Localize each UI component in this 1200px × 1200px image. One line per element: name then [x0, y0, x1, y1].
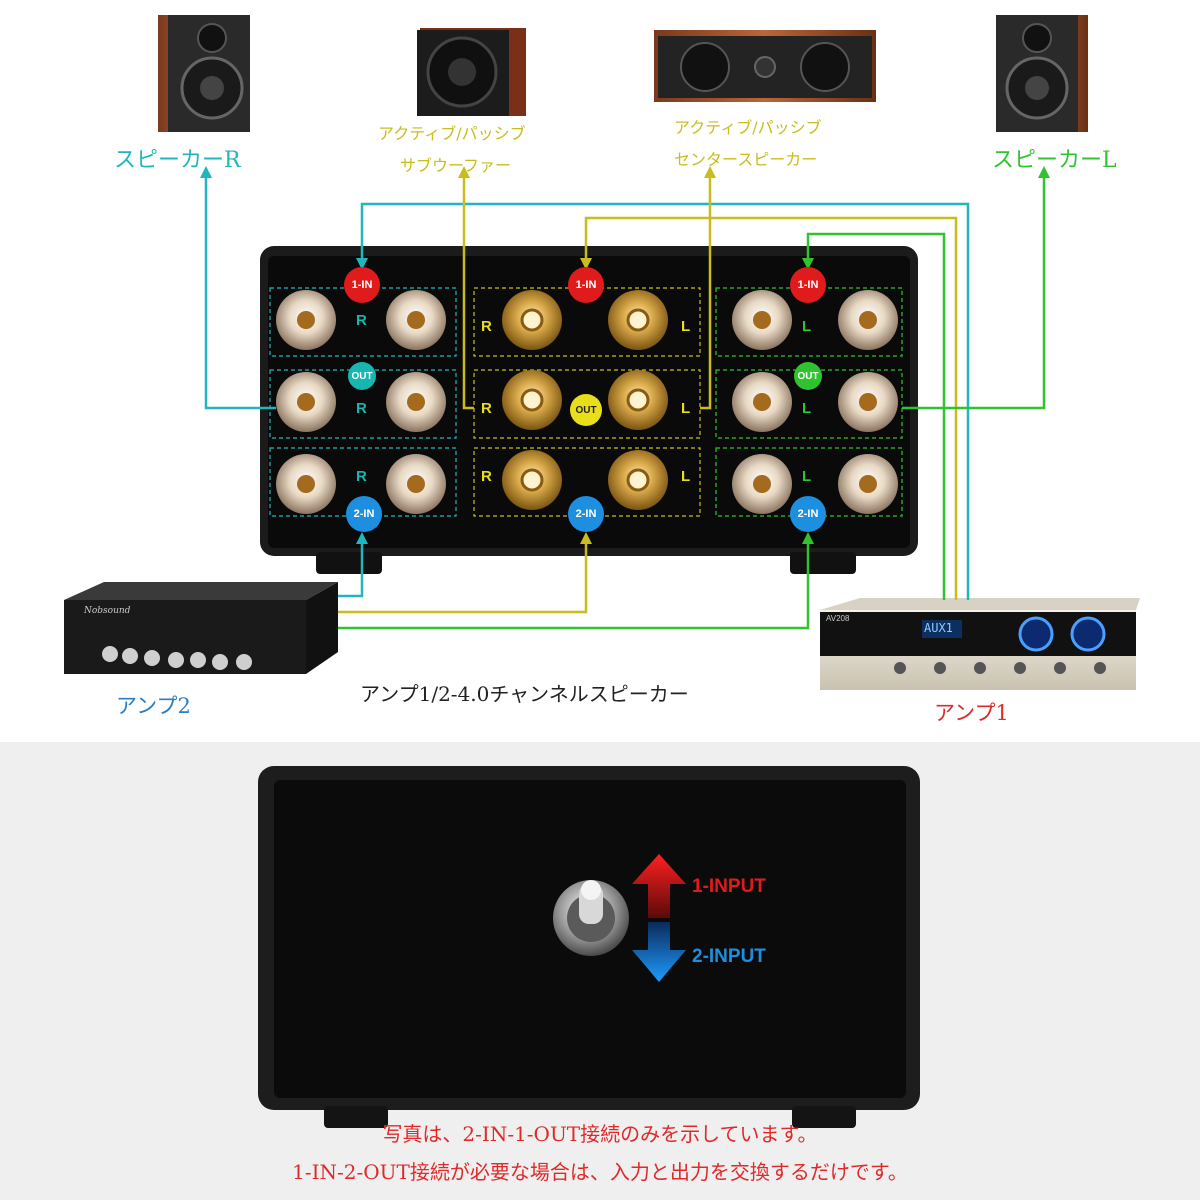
badge-1-in-center: 1-IN [568, 267, 604, 303]
switch-box-back [258, 766, 920, 1128]
badge-2-in-left: 2-IN [790, 496, 826, 532]
badge-2-in-right: 2-IN [346, 496, 382, 532]
caption-line2: 1-IN-2-OUT接続が必要な場合は、入力と出力を交換するだけです。 [292, 1160, 908, 1184]
subwoofer-label-line2: サブウーファー [400, 156, 512, 175]
channel-l-row2: L [802, 400, 812, 417]
speaker-left-image [996, 15, 1088, 132]
badge-out-center: OUT [570, 394, 602, 426]
channel-l-row3: L [802, 468, 812, 485]
connection-diagram [64, 15, 1140, 690]
speaker-left-label: スピーカーL [992, 148, 1117, 173]
channel-r-row2: R [356, 400, 367, 417]
input1-label: 1-INPUT [692, 876, 766, 897]
amp2-label: アンプ2 [116, 694, 191, 718]
amp1-brand: AV208 [826, 614, 850, 623]
badge-out-left: OUT [794, 362, 822, 390]
subwoofer-label-line1: アクティブ/パッシブ [378, 124, 526, 143]
center-label-line1: アクティブ/パッシブ [674, 118, 822, 137]
caption-line1: 写真は、2-IN-1-OUT接続のみを示しています。 [382, 1122, 818, 1146]
badge-out-right: OUT [348, 362, 376, 390]
channel-r-center-row2: R [481, 400, 492, 417]
amp2-brand: Nobsound [84, 606, 131, 616]
speaker-right-image [158, 15, 250, 132]
channel-r-center-row1: R [481, 318, 492, 335]
input2-label: 2-INPUT [692, 946, 766, 967]
amp2-image [64, 582, 338, 674]
channel-l-row1: L [802, 318, 812, 335]
amp1-display: AUX1 [924, 621, 953, 635]
wire-speaker-r [204, 172, 276, 410]
up-arrow-icon [632, 854, 686, 918]
diagram-title: アンプ1/2-4.0チャンネルスピーカー [360, 682, 689, 706]
down-arrow-icon [632, 922, 686, 982]
channel-r-center-row3: R [481, 468, 492, 485]
channel-l-center-row3: L [681, 468, 691, 485]
badge-1-in-left: 1-IN [790, 267, 826, 303]
subwoofer-image [417, 28, 526, 116]
badge-1-in-right: 1-IN [344, 267, 380, 303]
amp1-image [820, 598, 1140, 690]
channel-r-row1: R [356, 312, 367, 329]
badge-2-in-center: 2-IN [568, 496, 604, 532]
center-speaker-image [654, 30, 876, 102]
toggle-switch[interactable] [553, 880, 629, 956]
channel-l-center-row2: L [681, 400, 691, 417]
channel-r-row3: R [356, 468, 367, 485]
channel-l-center-row1: L [681, 318, 691, 335]
amp1-label: アンプ1 [934, 701, 1009, 725]
center-label-line2: センタースピーカー [674, 150, 818, 169]
speaker-right-label: スピーカーR [114, 148, 241, 173]
